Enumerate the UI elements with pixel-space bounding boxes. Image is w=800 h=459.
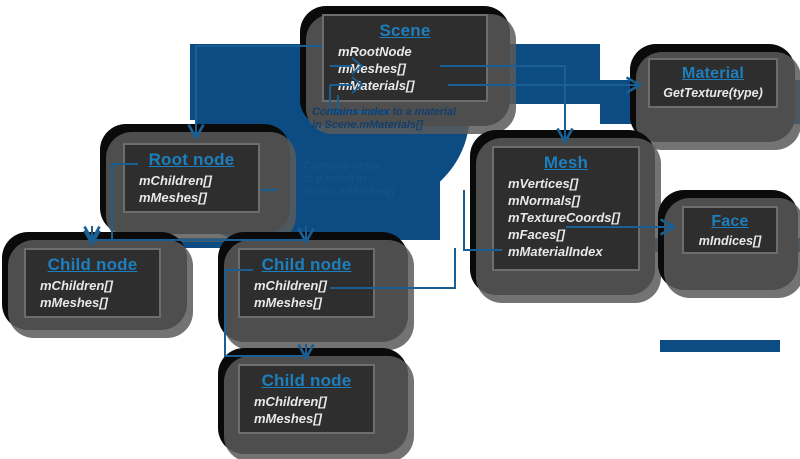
node-face-title: Face xyxy=(711,213,749,230)
field-root-mmeshes: mMeshes[] xyxy=(139,190,207,205)
node-root-node[interactable]: Root node mChildren[] mMeshes[] xyxy=(123,143,260,213)
node-material[interactable]: Material GetTexture(type) xyxy=(648,58,778,108)
node-child-node-mid[interactable]: Child node mChildren[] mMeshes[] xyxy=(238,248,375,318)
field-childmid-mmeshes: mMeshes[] xyxy=(254,295,322,310)
node-child-node-left[interactable]: Child node mChildren[] mMeshes[] xyxy=(24,248,161,318)
node-child-left-fields: mChildren[] mMeshes[] xyxy=(36,277,149,311)
field-mvertices: mVertices[] xyxy=(508,176,579,191)
node-face[interactable]: Face mIndices[] xyxy=(682,206,778,254)
field-childleft-mchildren: mChildren[] xyxy=(40,278,113,293)
field-mmaterialindex: mMaterialIndex xyxy=(508,244,603,259)
field-childleft-mmeshes: mMeshes[] xyxy=(40,295,108,310)
node-root-node-fields: mChildren[] mMeshes[] xyxy=(135,172,248,206)
node-mesh-title: Mesh xyxy=(543,153,589,172)
node-child-mid-fields: mChildren[] mMeshes[] xyxy=(250,277,363,311)
field-mmaterials: mMaterials[] xyxy=(338,78,415,93)
field-childbottom-mchildren: mChildren[] xyxy=(254,394,327,409)
annotation-mesh-index: Contains index to a mesh in Scene.mMeshe… xyxy=(303,160,395,198)
field-mrootnode: mRootNode xyxy=(338,44,412,59)
node-scene-fields: mRootNode mMeshes[] mMaterials[] xyxy=(334,43,476,94)
node-face-fields: mIndices[] xyxy=(694,233,766,249)
node-mesh-fields: mVertices[] mNormals[] mTextureCoords[] … xyxy=(504,175,628,260)
node-mesh[interactable]: Mesh mVertices[] mNormals[] mTextureCoor… xyxy=(492,146,640,271)
field-childmid-mchildren: mChildren[] xyxy=(254,278,327,293)
field-mtexturecoords: mTextureCoords[] xyxy=(508,210,621,225)
node-material-title: Material xyxy=(681,65,745,82)
node-child-node-bottom[interactable]: Child node mChildren[] mMeshes[] xyxy=(238,364,375,434)
field-root-mchildren: mChildren[] xyxy=(139,173,212,188)
node-child-left-title: Child node xyxy=(47,255,138,274)
node-root-node-title: Root node xyxy=(148,150,235,169)
node-child-bottom-fields: mChildren[] mMeshes[] xyxy=(250,393,363,427)
node-scene[interactable]: Scene mRootNode mMeshes[] mMaterials[] xyxy=(322,14,488,102)
node-child-bottom-title: Child node xyxy=(261,371,352,390)
node-material-fields: GetTexture(type) xyxy=(660,85,766,101)
field-mindices: mIndices[] xyxy=(698,234,762,248)
annotation-material-index: Contains index to a material in Scene.mM… xyxy=(312,106,456,131)
field-mmeshes: mMeshes[] xyxy=(338,61,406,76)
field-mfaces: mFaces[] xyxy=(508,227,566,242)
field-mnormals: mNormals[] xyxy=(508,193,581,208)
node-scene-title: Scene xyxy=(379,21,431,40)
node-child-mid-title: Child node xyxy=(261,255,352,274)
field-childbottom-mmeshes: mMeshes[] xyxy=(254,411,322,426)
field-gettexture: GetTexture(type) xyxy=(663,86,763,100)
